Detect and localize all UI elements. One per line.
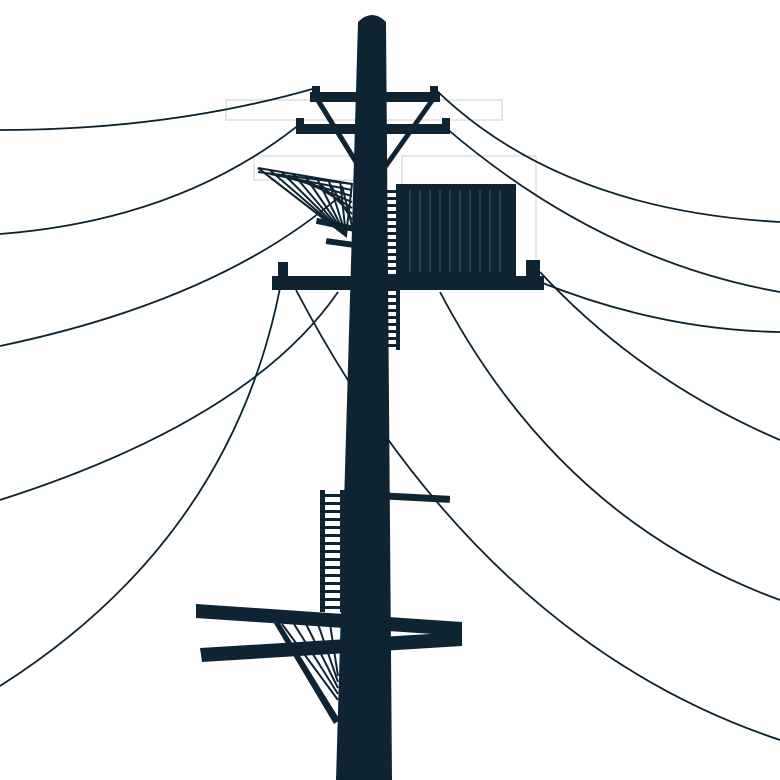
ladder-rung	[382, 197, 400, 200]
brace-strut	[305, 623, 339, 689]
ladder-rung	[382, 232, 400, 235]
ladder-rung	[382, 316, 400, 319]
lattice-strut	[327, 179, 347, 237]
lattice-strut	[280, 171, 347, 237]
power-line	[435, 89, 780, 223]
brace-strut	[329, 623, 339, 677]
ladder-rung	[382, 281, 400, 284]
crossarm-brace	[272, 620, 340, 724]
ladder-rung	[382, 260, 400, 263]
ladder-rung	[320, 590, 345, 593]
ladder-rung	[382, 288, 400, 291]
lattice-strut	[341, 185, 353, 227]
ladder-rung	[320, 526, 345, 529]
brace-strut	[293, 623, 339, 695]
ladder-rung	[320, 574, 345, 577]
insulator	[296, 118, 304, 134]
ladder-rung	[382, 246, 400, 249]
lattice-strut	[292, 173, 347, 237]
crossarm-brace	[380, 102, 434, 170]
ladder-rung	[320, 598, 345, 601]
ladder-rung	[382, 302, 400, 305]
lattice-strut	[304, 175, 347, 237]
lattice-strut	[305, 179, 353, 209]
ladder-rung	[320, 510, 345, 513]
power-line	[539, 271, 780, 441]
power-line	[0, 287, 281, 687]
ladder-rung	[320, 566, 345, 569]
ladder-rung	[382, 330, 400, 333]
power-line	[445, 127, 780, 293]
bottom-crossarm-upper	[196, 604, 462, 636]
ladder-rung	[382, 204, 400, 207]
ladder-rung	[382, 267, 400, 270]
ladder-rung	[320, 534, 345, 537]
lattice-strut	[315, 177, 347, 237]
insulator	[430, 86, 438, 102]
lattice-bracket	[257, 167, 354, 238]
power-line	[0, 195, 341, 347]
ladder-rung	[320, 542, 345, 545]
ladder-lower	[320, 490, 345, 612]
pole-shaft	[336, 15, 392, 780]
ladder-rung	[382, 211, 400, 214]
lattice-strut	[339, 181, 347, 237]
power-line	[439, 291, 780, 601]
lattice-strut	[257, 167, 347, 237]
crossarm-top	[310, 92, 440, 102]
transformer-ribs	[409, 190, 501, 272]
crossarm-second	[296, 124, 450, 134]
power-lines	[0, 87, 780, 741]
power-line	[0, 87, 317, 131]
ladder-rung	[320, 550, 345, 553]
bracket-arm	[325, 238, 355, 248]
bottom-brace-lattice	[281, 623, 339, 701]
ladder-rung	[382, 337, 400, 340]
ladder-rung	[320, 518, 345, 521]
ladder-rung	[320, 502, 345, 505]
ladder-rung	[382, 309, 400, 312]
platform-crossarm	[272, 276, 544, 290]
lattice-strut	[269, 169, 347, 237]
lower-crossarm	[379, 492, 451, 503]
power-line	[0, 291, 339, 501]
ladder-rung	[320, 558, 345, 561]
ladder-rung	[382, 295, 400, 298]
platform-post	[278, 262, 288, 278]
ladder-rung	[382, 323, 400, 326]
ladder-rung	[320, 582, 345, 585]
brace-strut	[281, 623, 339, 701]
ladder-rung	[382, 253, 400, 256]
insulator	[312, 86, 320, 102]
ladder-rung	[382, 274, 400, 277]
platform-post	[526, 260, 540, 278]
brace-strut	[317, 623, 339, 683]
ladder-rung	[320, 494, 345, 497]
ladder-rung	[382, 218, 400, 221]
power-line	[0, 123, 301, 235]
ladder-rung	[382, 225, 400, 228]
ladder-rung	[320, 606, 345, 609]
crossarm-brace	[316, 102, 364, 170]
ladder-rung	[382, 190, 400, 193]
insulator	[442, 118, 450, 134]
ladder-rung	[382, 344, 400, 347]
ladder-upper	[382, 184, 400, 350]
bottom-crossarm-lower	[200, 632, 462, 662]
ladder-rung	[382, 239, 400, 242]
transformer-box	[400, 184, 516, 278]
power-line	[539, 281, 780, 333]
